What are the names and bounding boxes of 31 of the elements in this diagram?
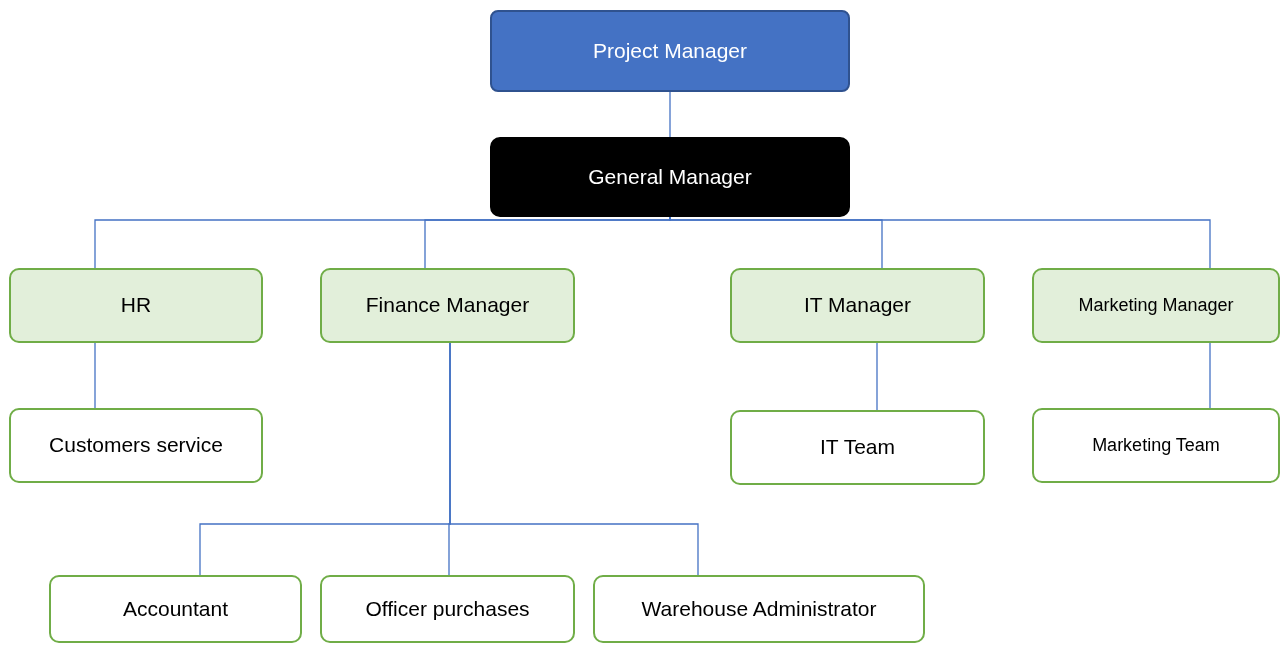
role-label: Accountant (122, 596, 229, 622)
manager-box (490, 137, 850, 217)
connector-line (449, 342, 699, 576)
department-box (9, 268, 263, 343)
team-box (1032, 408, 1280, 483)
team-box (9, 408, 263, 483)
team-box (593, 575, 925, 643)
role-label: Customers service (49, 433, 223, 458)
role-label: Marketing Team (1092, 435, 1220, 456)
team-box (320, 575, 575, 643)
department-box (320, 268, 575, 343)
role-label: Officer purchases (365, 596, 530, 622)
connector-line (94, 342, 96, 409)
department-box (1032, 268, 1280, 343)
role-label: Finance Manager (365, 293, 530, 318)
manager-box (490, 10, 850, 92)
department-box (730, 268, 985, 343)
connector-line (669, 91, 671, 138)
role-label: Project Manager (592, 38, 748, 64)
connector-line (669, 216, 1211, 269)
role-label: IT Team (819, 435, 896, 460)
connector-line (1209, 342, 1211, 409)
connector-line (424, 216, 671, 269)
role-label: Marketing Manager (1078, 295, 1234, 316)
team-box (49, 575, 302, 643)
role-label: General Manager (588, 164, 752, 190)
connector-line (876, 342, 878, 411)
team-box (730, 410, 985, 485)
role-label: IT Manager (804, 293, 911, 318)
role-label: HR (120, 293, 152, 318)
role-label: Warehouse Administrator (641, 596, 877, 622)
